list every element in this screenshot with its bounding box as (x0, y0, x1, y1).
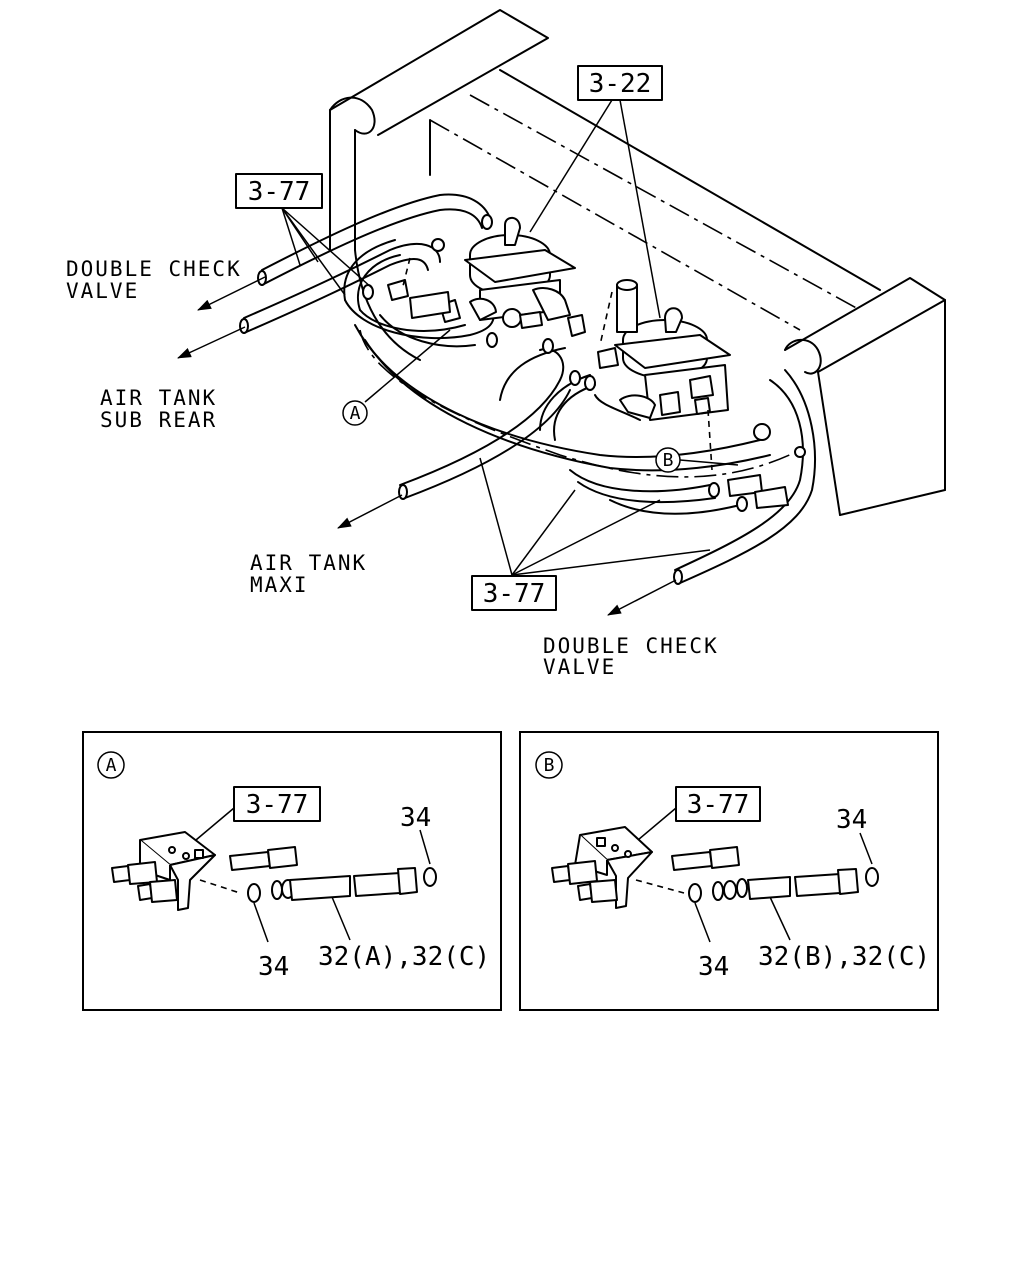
part-34-label: 34 (836, 805, 867, 835)
arrow-double-check-valve-1 (197, 276, 266, 311)
part-32-label: 32(A),32(C) (318, 942, 490, 972)
detail-marker-letter: B (544, 755, 555, 776)
label-line: AIR TANK (100, 386, 217, 410)
label-line: AIR TANK (250, 551, 367, 575)
detail-b-marker: B (535, 751, 563, 779)
relay-valve-right (597, 279, 806, 509)
label-air-tank-sub-rear: AIR TANK SUB REAR (100, 386, 217, 432)
ref-text: 3-77 (246, 790, 309, 820)
detail-a-marker: A (97, 751, 125, 779)
air-pipes (239, 193, 816, 585)
ref-text: 3-77 (687, 790, 750, 820)
arrow-air-tank-sub-rear (177, 326, 246, 359)
ref-text: 3-22 (589, 69, 652, 99)
part-34-label: 34 (258, 952, 289, 982)
detail-panel-b: B 3-77 34 34 32(B),32(C) (519, 731, 939, 1011)
label-air-tank-maxi: AIR TANK MAXI (250, 551, 367, 597)
detail-b-ref-box[interactable]: 3-77 (675, 786, 761, 822)
label-line: VALVE (66, 279, 139, 303)
callout-b[interactable]: B (655, 447, 681, 473)
detail-marker-letter: A (106, 755, 117, 776)
callout-letter: A (350, 403, 361, 424)
ref-text: 3-77 (248, 177, 311, 207)
detail-a-ref-box[interactable]: 3-77 (233, 786, 321, 822)
ref-box-3-77-top[interactable]: 3-77 (235, 173, 323, 209)
label-line: VALVE (543, 655, 616, 679)
ref-text: 3-77 (483, 579, 546, 609)
arrow-air-tank-maxi (337, 494, 403, 529)
relay-valve-left (387, 216, 586, 337)
part-34-label: 34 (400, 803, 431, 833)
ref-box-3-77-bottom[interactable]: 3-77 (471, 575, 557, 611)
label-line: DOUBLE CHECK (543, 634, 719, 658)
part-32-label: 32(B),32(C) (758, 942, 930, 972)
detail-panel-a: A 3-77 34 34 32(A),32(C) (82, 731, 502, 1011)
leader-lines (281, 99, 739, 576)
label-line: SUB REAR (100, 408, 217, 432)
ref-box-3-22[interactable]: 3-22 (577, 65, 663, 101)
arrow-double-check-valve-2 (607, 579, 677, 616)
label-double-check-valve-2: DOUBLE CHECK VALVE (543, 634, 719, 679)
label-line: MAXI (250, 573, 309, 597)
part-34-label: 34 (698, 952, 729, 982)
callout-a[interactable]: A (342, 400, 368, 426)
callout-letter: B (663, 450, 674, 471)
flow-arrows (177, 276, 677, 616)
label-line: DOUBLE CHECK (66, 257, 242, 281)
label-double-check-valve-1: DOUBLE CHECK VALVE (66, 257, 242, 303)
